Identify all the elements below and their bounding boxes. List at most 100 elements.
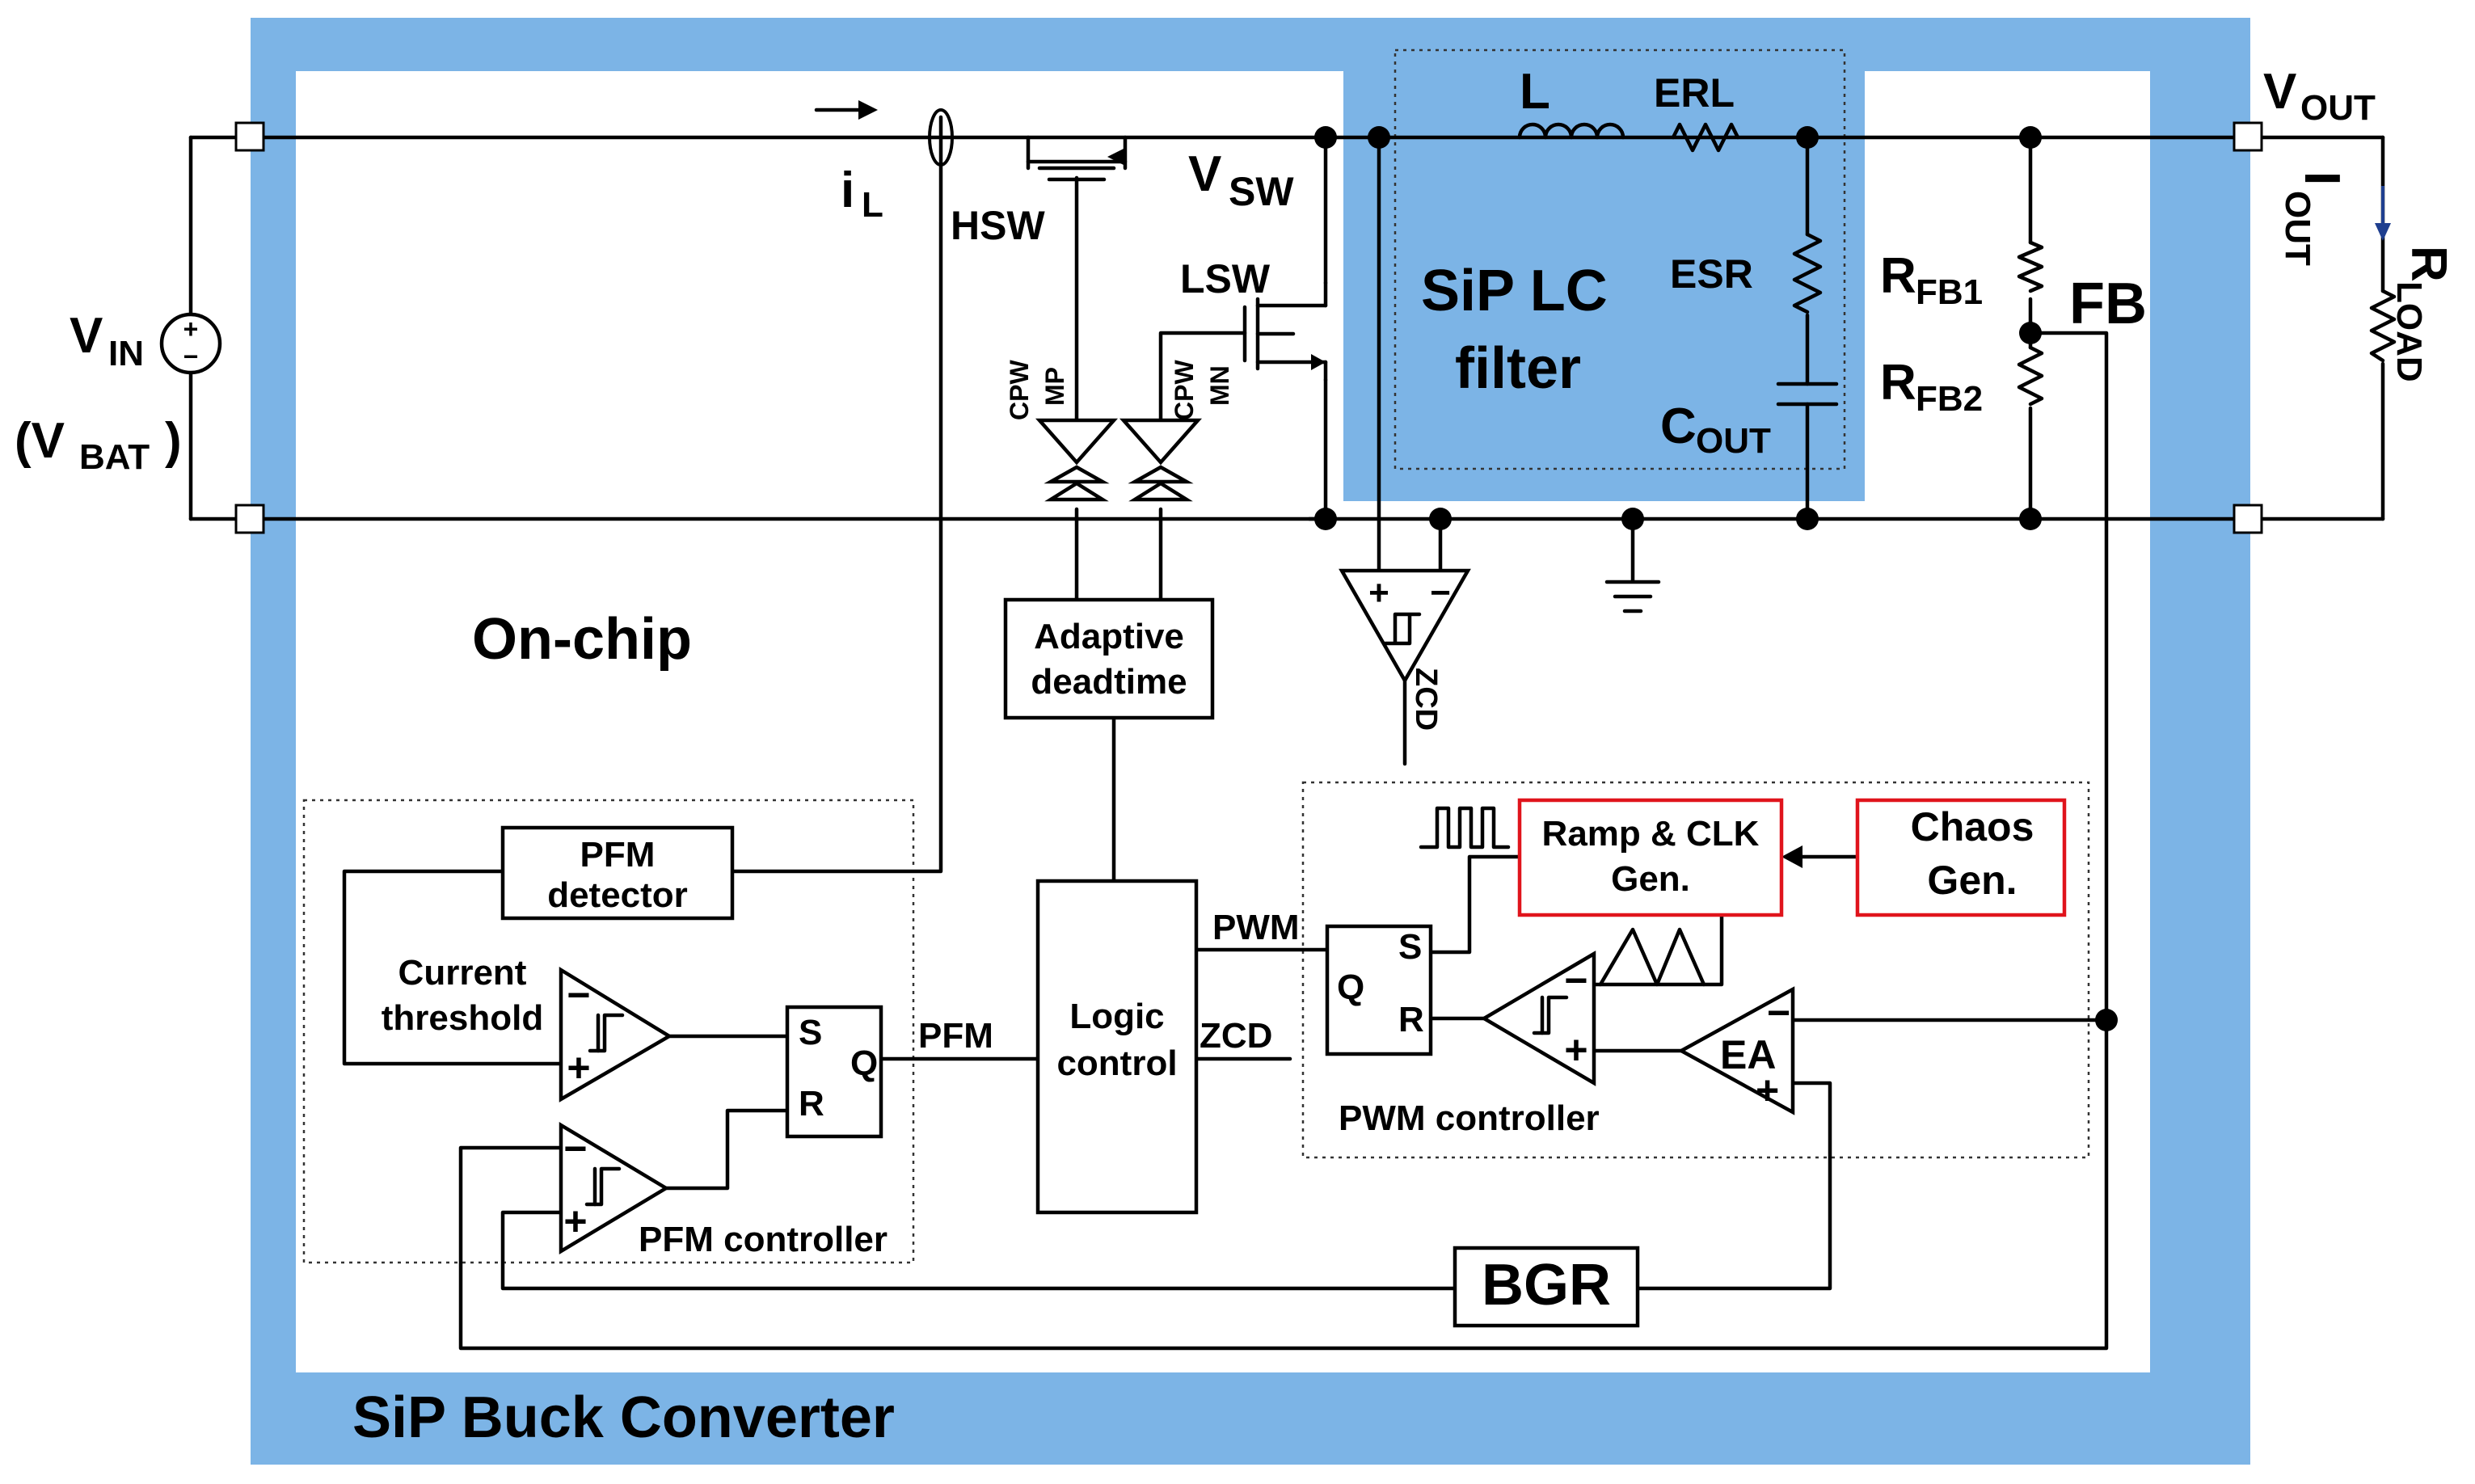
svg-text:OUT: OUT [2300, 88, 2376, 128]
ea-minus-label: − [1767, 990, 1790, 1035]
pfm-sr-s-label: S [799, 1013, 822, 1052]
svg-text:R: R [2401, 246, 2456, 282]
svg-text:−: − [1430, 573, 1451, 613]
svg-text:−: − [563, 1126, 587, 1171]
svg-text:FB1: FB1 [1916, 272, 1983, 312]
svg-text:(V: (V [15, 413, 65, 469]
pwm-sr-s-label: S [1398, 927, 1422, 967]
ramp-clk-gen-block [1517, 798, 1784, 917]
current-threshold-comparator: − + [559, 966, 673, 1102]
erl-resistor [1671, 122, 1740, 153]
cpw-mp-label: CPW MP [1005, 360, 1069, 420]
current-sense-probe [928, 108, 954, 167]
rfb2-resistor [2017, 345, 2044, 407]
svg-text:R: R [1880, 248, 1916, 304]
lsw-label: LSW [1180, 256, 1271, 301]
esr-label: ESR [1670, 251, 1753, 297]
svg-text:IN: IN [108, 334, 144, 373]
driver-mn [1119, 418, 1202, 502]
junction-dots [1314, 126, 2118, 1031]
rload-resistor [2369, 289, 2397, 363]
lc-filter-dotted-box [1394, 48, 1846, 470]
fb-label: FB [2069, 272, 2147, 336]
zcd-comparator-label: ZCD [1409, 668, 1443, 731]
svg-text:OUT: OUT [1696, 421, 1771, 461]
logic-control-label-1: Logic [1069, 997, 1164, 1036]
ea-label: EA [1720, 1032, 1776, 1077]
hsw-transistor [1026, 135, 1128, 182]
adaptive-deadtime-label-1: Adaptive [1034, 617, 1184, 656]
svg-text:BAT: BAT [79, 437, 150, 477]
svg-text:+: + [1368, 573, 1389, 613]
svg-text:L: L [862, 185, 883, 225]
svg-text:MN: MN [1205, 365, 1234, 406]
svg-text:V: V [2263, 64, 2296, 120]
svg-text:CPW: CPW [1170, 360, 1199, 420]
svg-text:I: I [2294, 171, 2350, 185]
ramp-clk-label-1: Ramp & CLK [1542, 814, 1760, 854]
iout-arrow [2375, 186, 2391, 241]
pwm-controller-label: PWM controller [1339, 1098, 1600, 1138]
power-wires [188, 115, 2385, 1351]
svg-text:C: C [1660, 398, 1697, 454]
pwm-comparator: − + [1480, 951, 1596, 1086]
il-label: i L [841, 162, 883, 225]
ea-plus-label: + [1756, 1068, 1779, 1113]
cout-label: C OUT [1660, 398, 1771, 461]
clock-pulse-waveform [1419, 806, 1511, 850]
pfm-detector-label-2: detector [547, 875, 688, 915]
lc-filter-label-1: SiP LC [1421, 259, 1608, 323]
bgr-label: BGR [1482, 1253, 1611, 1317]
inductor [1517, 122, 1625, 140]
lc-filter-region [1343, 71, 1865, 501]
current-threshold-label-1: Current [398, 953, 527, 993]
svg-text:): ) [165, 413, 182, 469]
svg-text:+: + [183, 314, 199, 344]
zcd-comparator: + − [1339, 568, 1471, 685]
iout-label: I OUT [2278, 171, 2350, 266]
lc-filter-label-2: filter [1455, 336, 1581, 401]
pwm-controller-box [1301, 781, 2090, 1159]
current-threshold-label-2: threshold [382, 998, 543, 1038]
lsw-transistor [1242, 280, 1328, 382]
svg-text:CPW: CPW [1005, 360, 1034, 420]
pfm-sr-r-label: R [799, 1084, 824, 1124]
bgr-block [1453, 1246, 1640, 1328]
adaptive-deadtime-block [1003, 597, 1215, 720]
svg-text:−: − [567, 972, 590, 1018]
pfm-sr-q-label: Q [850, 1043, 878, 1083]
chaos-gen-label-1: Chaos [1911, 804, 2034, 850]
ramp-clk-label-2: Gen. [1611, 859, 1690, 899]
pwm-sr-latch [1325, 924, 1433, 1056]
erl-label: ERL [1654, 70, 1735, 116]
vout-label: V OUT [2263, 64, 2376, 128]
svg-text:−: − [183, 342, 199, 371]
pfm-controller-box [302, 799, 915, 1264]
rfb1-resistor [2017, 240, 2044, 293]
logic-control-label-2: control [1056, 1043, 1177, 1083]
cout-capacitor [1776, 382, 1839, 407]
error-amplifier [1677, 986, 1795, 1115]
svg-text:+: + [1564, 1027, 1587, 1073]
svg-text:+: + [563, 1199, 587, 1244]
svg-text:V: V [70, 308, 103, 364]
svg-text:+: + [567, 1045, 590, 1090]
hsw-label: HSW [951, 203, 1045, 248]
adaptive-deadtime-label-2: deadtime [1031, 662, 1187, 702]
driver-mp [1035, 418, 1118, 502]
rfb2-label: R FB2 [1880, 355, 1983, 419]
pfm-comparator-2: − + [559, 1122, 670, 1254]
cpw-mn-label: CPW MN [1170, 360, 1234, 420]
svg-text:R: R [1880, 355, 1916, 411]
pfm-detector-block [500, 825, 735, 921]
logic-control-block [1035, 879, 1199, 1215]
sip-buck-converter-label: SiP Buck Converter [352, 1385, 895, 1450]
ramp-waveform [1598, 927, 1706, 987]
package-pads [234, 121, 2263, 534]
pwm-sr-r-label: R [1398, 1000, 1424, 1039]
pfm-detector-label-1: PFM [580, 835, 656, 875]
svg-text:V: V [1188, 146, 1221, 202]
on-chip-label: On-chip [472, 607, 692, 672]
rfb1-label: R FB1 [1880, 248, 1983, 312]
